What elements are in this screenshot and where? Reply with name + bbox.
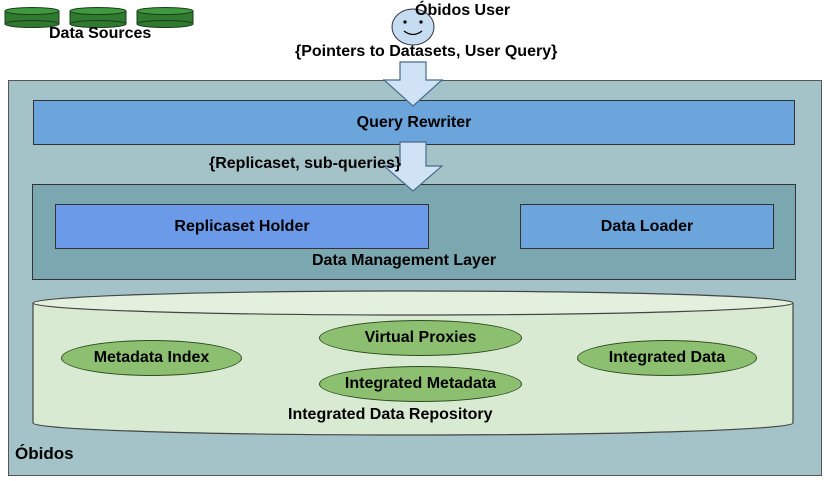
data-sources-label: Data Sources	[49, 25, 152, 42]
obidos-label: Óbidos	[15, 444, 74, 463]
data-loader: Data Loader	[520, 204, 774, 249]
down-arrow-icon	[382, 141, 444, 192]
user-input-label: {Pointers to Datasets, User Query}	[295, 43, 558, 60]
integrated-metadata: Integrated Metadata	[319, 366, 522, 402]
user-label: Óbidos User	[415, 2, 511, 19]
database-icon	[136, 7, 194, 28]
repository-label: Integrated Data Repository	[288, 406, 493, 423]
metadata-index: Metadata Index	[61, 340, 242, 376]
replicaset-holder: Replicaset Holder	[55, 204, 429, 249]
virtual-proxies: Virtual Proxies	[319, 320, 522, 356]
database-icon	[4, 7, 60, 28]
database-icon	[69, 7, 127, 28]
data-management-layer-label: Data Management Layer	[312, 252, 497, 269]
down-arrow-icon	[382, 61, 444, 107]
query-rewriter-output-label: {Replicaset, sub-queries}	[209, 155, 402, 172]
integrated-data: Integrated Data	[577, 340, 757, 376]
